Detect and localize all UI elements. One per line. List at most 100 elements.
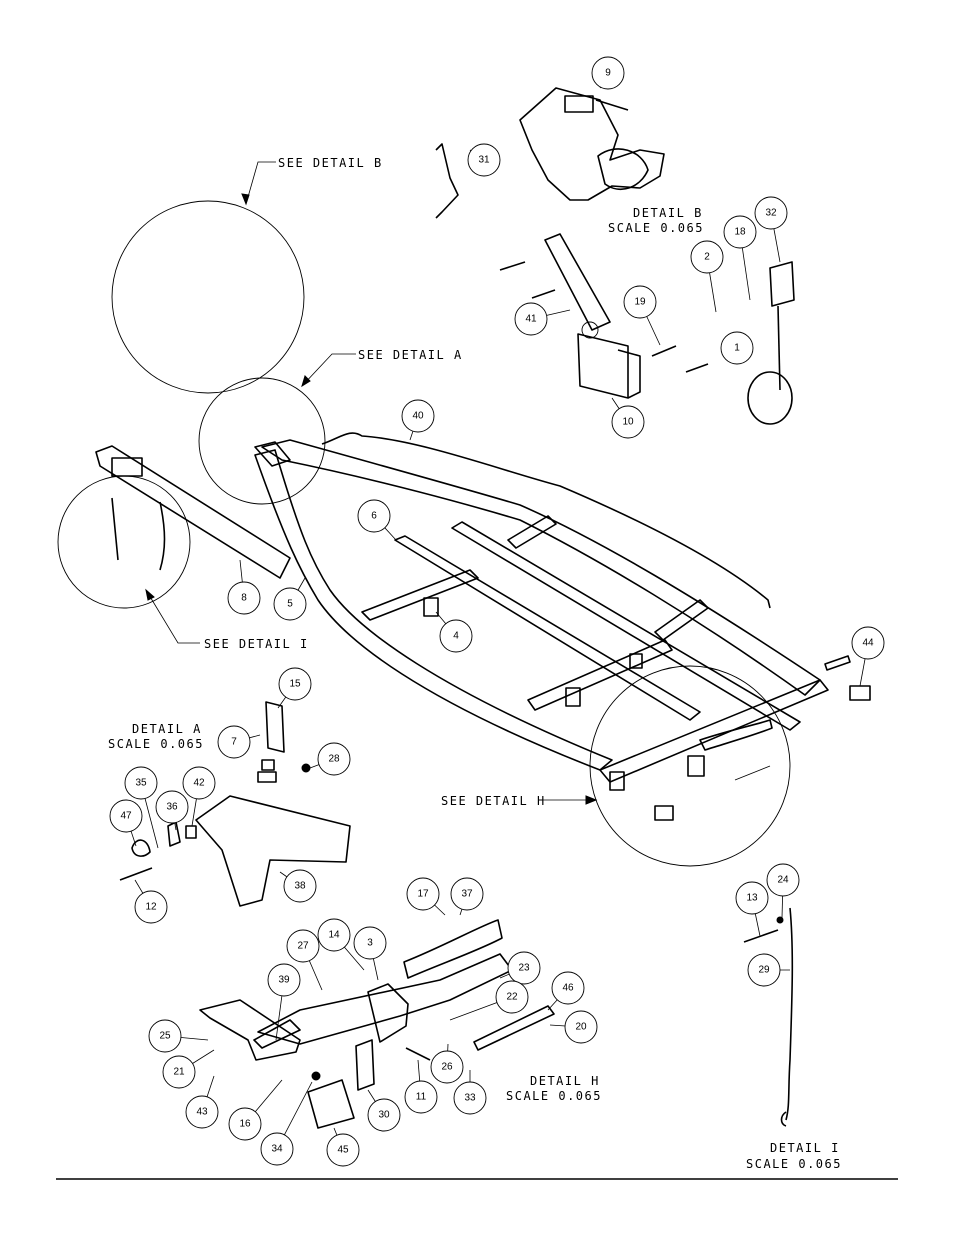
balloon-circle [185, 1095, 219, 1129]
balloon-circle [453, 1081, 487, 1115]
bunk-right [451, 521, 801, 731]
balloon-number: 2 [704, 252, 710, 263]
balloon-number: 36 [166, 802, 178, 813]
balloon-number: 30 [378, 1110, 390, 1121]
balloon-number: 13 [746, 893, 758, 904]
balloon-circle [591, 56, 625, 90]
balloon-number: 1 [734, 343, 740, 354]
tongue-8 [95, 445, 291, 579]
detail-i-circle [57, 475, 191, 609]
balloon-circle [162, 1055, 196, 1089]
balloon-number: 26 [441, 1062, 453, 1073]
balloon-number: 27 [297, 941, 309, 952]
balloon-circle [723, 215, 757, 249]
balloon-number: 33 [464, 1093, 476, 1104]
detail-a [119, 701, 351, 907]
balloon-number: 21 [173, 1067, 185, 1078]
balloon-circle [720, 331, 754, 365]
balloon-circle [430, 1050, 464, 1084]
balloon-circle [260, 1132, 294, 1166]
balloon-number: 35 [135, 778, 147, 789]
balloon-number: 44 [862, 638, 874, 649]
balloon-number: 29 [758, 965, 770, 976]
detail-h-title: DETAIL H [530, 1074, 600, 1088]
balloon-number: 38 [294, 881, 306, 892]
balloon-circle [124, 766, 158, 800]
balloon-number: 37 [461, 889, 473, 900]
bunk-left [394, 535, 701, 721]
callout-see-detail-h: SEE DETAIL H [441, 794, 598, 808]
detail-i-title: DETAIL I [770, 1141, 840, 1155]
balloon-number: 5 [287, 599, 293, 610]
callout-see-detail-a: SEE DETAIL A [301, 348, 461, 388]
see-detail-h-label: SEE DETAIL H [441, 794, 546, 808]
callout-see-detail-i: SEE DETAIL I [145, 588, 307, 651]
balloon-number: 28 [328, 754, 340, 765]
detail-h-circle [589, 665, 791, 867]
balloon-number: 14 [328, 930, 340, 941]
detail-a-scale: SCALE 0.065 [108, 737, 204, 751]
part-44-block [849, 685, 871, 701]
winch-post-41 [544, 233, 611, 331]
balloon-circle [148, 1019, 182, 1053]
balloon-circle [109, 799, 143, 833]
balloon-circle [367, 1098, 401, 1132]
balloon-circle [404, 1080, 438, 1114]
see-detail-b-label: SEE DETAIL B [278, 156, 383, 170]
balloon-circle [182, 766, 216, 800]
balloon-number: 19 [634, 297, 646, 308]
balloon-number: 6 [371, 511, 377, 522]
detail-captions: DETAIL B SCALE 0.065 DETAIL A SCALE 0.06… [108, 206, 842, 1171]
balloon-number: 4 [453, 631, 459, 642]
balloon-number: 22 [506, 992, 518, 1003]
detail-a-title: DETAIL A [132, 722, 202, 736]
balloon-circle [507, 951, 541, 985]
balloon-number: 42 [193, 778, 205, 789]
balloon-circle [467, 143, 501, 177]
trailer-frame [95, 432, 871, 821]
balloon-number: 12 [145, 902, 157, 913]
balloon-number: 39 [278, 975, 290, 986]
balloon-number: 17 [417, 889, 429, 900]
balloon-circle [267, 963, 301, 997]
balloon-circle [735, 881, 769, 915]
balloon-number: 20 [575, 1022, 587, 1033]
wire-40 [321, 432, 771, 609]
balloon-circle [754, 196, 788, 230]
balloon-number: 8 [241, 593, 247, 604]
balloon-circle [766, 863, 800, 897]
balloon-circle [217, 725, 251, 759]
balloon-number: 45 [337, 1145, 349, 1156]
balloon-number: 40 [412, 411, 424, 422]
balloon-circle [317, 742, 351, 776]
balloon-circle [273, 587, 307, 621]
balloon-circle [564, 1010, 598, 1044]
balloon-circle [690, 240, 724, 274]
balloon-circle [450, 877, 484, 911]
balloon-number: 9 [605, 68, 611, 79]
balloon-number: 41 [525, 314, 537, 325]
balloon-circle [623, 285, 657, 319]
detail-b-circle [111, 200, 305, 394]
detail-i-scale: SCALE 0.065 [746, 1157, 842, 1171]
balloon-number: 46 [562, 983, 574, 994]
balloon-number: 3 [367, 938, 373, 949]
detail-b-scale: SCALE 0.065 [608, 221, 704, 235]
balloon-circle [278, 667, 312, 701]
balloon-number: 34 [271, 1144, 283, 1155]
balloon-circle [134, 890, 168, 924]
balloon-number: 25 [159, 1031, 171, 1042]
balloon-circle [851, 626, 885, 660]
balloon-circle [514, 302, 548, 336]
detail-b-title: DETAIL B [633, 206, 703, 220]
detail-b-winch [435, 87, 795, 425]
balloon-number: 15 [289, 679, 301, 690]
callout-see-detail-b: SEE DETAIL B [241, 156, 383, 206]
balloon-number: 11 [416, 1092, 427, 1103]
balloon-number: 7 [231, 737, 237, 748]
balloon-number: 18 [734, 227, 746, 238]
balloon-number: 10 [622, 417, 634, 428]
detail-i-chain [111, 497, 794, 1127]
